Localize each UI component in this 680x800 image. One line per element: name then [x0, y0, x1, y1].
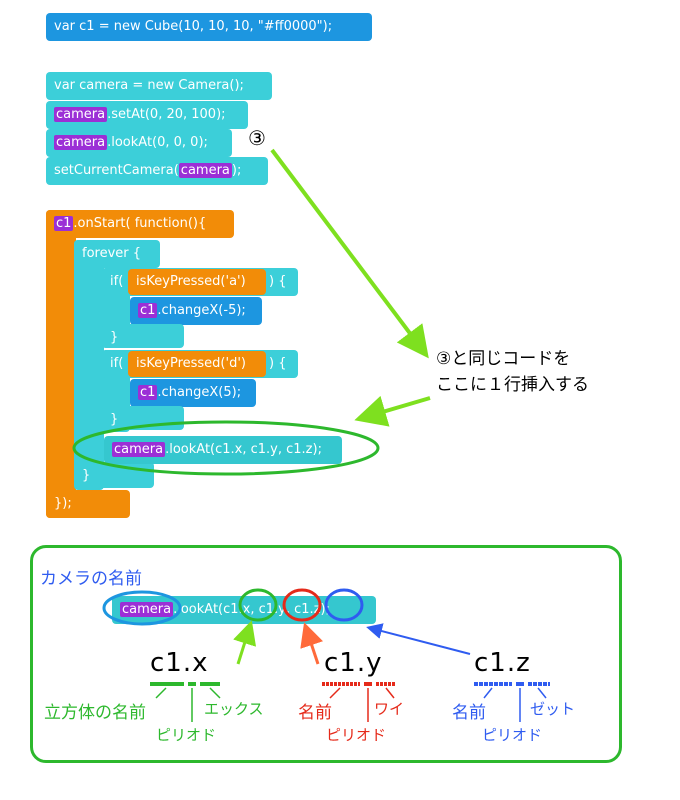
set-current-camera-block: setCurrentCamera(camera);: [46, 157, 268, 185]
forever-brace: }: [82, 468, 91, 483]
legend-y-term: c1.y: [258, 602, 286, 617]
z-period-label: ピリオド: [482, 726, 543, 744]
onstart-text: .onStart( function(){: [73, 216, 207, 231]
camera-var: camera: [120, 602, 174, 617]
onstart-block: [46, 210, 76, 518]
c1-var: c1: [54, 216, 74, 231]
c1-var: c1: [138, 385, 158, 400]
camera-create-text: var camera = new Camera();: [54, 78, 244, 93]
forever-block: [74, 240, 104, 490]
c1-var: c1: [138, 303, 158, 318]
key-a-text: isKeyPressed('a'): [136, 274, 246, 289]
key-d-text: isKeyPressed('d'): [136, 356, 246, 371]
z-name-label: 名前: [452, 703, 486, 723]
if-a-footer: }: [102, 324, 184, 348]
legend-comma-1: ,: [250, 602, 259, 617]
forever-header: forever {: [74, 240, 160, 268]
key-a-block: isKeyPressed('a'): [128, 269, 266, 295]
camera-create-block: var camera = new Camera();: [46, 72, 272, 100]
change-a-text: .changeX(-5);: [157, 303, 246, 318]
key-d-block: isKeyPressed('d'): [128, 351, 266, 377]
set-camera-post: );: [231, 163, 242, 178]
y-axis-label: ワイ: [374, 700, 405, 718]
big-c1z: c1.z: [474, 648, 531, 678]
x-period-label: ピリオド: [156, 726, 217, 744]
legend-code-block: camera.lookAt(c1.x, c1.y, c1.z);: [112, 596, 376, 624]
big-c1x: c1.x: [150, 648, 209, 678]
big-c1y: c1.y: [324, 648, 383, 678]
inserted-lookat-block: camera.lookAt(c1.x, c1.y, c1.z);: [104, 436, 342, 464]
if-a-brace: }: [110, 330, 119, 345]
legend-z-term: c1.z: [294, 602, 321, 617]
cube-code-block: var c1 = new Cube(10, 10, 10, "#ff0000")…: [46, 13, 372, 41]
forever-footer: }: [74, 462, 154, 488]
legend-comma-2: ,: [285, 602, 295, 617]
if-d-footer: }: [102, 406, 184, 430]
onstart-footer: });: [46, 490, 130, 518]
legend-lookat-pre: .lookAt(: [173, 602, 224, 617]
camera-lookat-block: camera.lookAt(0, 0, 0);: [46, 129, 232, 157]
x-name-label: 立方体の名前: [44, 703, 146, 723]
arrow-to-instruction: [270, 148, 429, 359]
change-a-block: c1.changeX(-5);: [130, 297, 262, 325]
onstart-header: c1.onStart( function(){: [46, 210, 234, 238]
change-d-text: .changeX(5);: [157, 385, 242, 400]
if-d-brace: }: [110, 412, 119, 427]
if-open: if(: [110, 356, 124, 371]
set-camera-pre: setCurrentCamera(: [54, 163, 179, 178]
legend-x-term: c1.x: [223, 602, 251, 617]
camera-var: camera: [178, 163, 232, 178]
if-d-close: ) {: [269, 356, 287, 371]
y-name-label: 名前: [298, 703, 332, 723]
legend-title: カメラの名前: [40, 569, 142, 589]
change-d-block: c1.changeX(5);: [130, 379, 256, 407]
cube-code-text: var c1 = new Cube(10, 10, 10, "#ff0000")…: [54, 19, 333, 34]
forever-text: forever {: [82, 246, 142, 261]
legend-frame: [30, 545, 622, 763]
camera-setat-block: camera.setAt(0, 20, 100);: [46, 101, 248, 129]
camera-var: camera: [54, 107, 108, 122]
legend-code-end: );: [320, 602, 330, 617]
camera-setat-text: .setAt(0, 20, 100);: [107, 107, 226, 122]
if-open: if(: [110, 274, 124, 289]
marker-three: ③: [248, 126, 266, 150]
instruction-line1: ③と同じコードを: [436, 349, 571, 369]
z-axis-label: ゼット: [530, 700, 576, 718]
arrow-to-insert: [354, 395, 431, 427]
x-axis-label: エックス: [204, 700, 264, 718]
camera-lookat-text: .lookAt(0, 0, 0);: [107, 135, 208, 150]
instruction-line2: ここに１行挿入する: [436, 375, 589, 395]
if-a-close: ) {: [269, 274, 287, 289]
camera-var: camera: [112, 442, 166, 457]
camera-var: camera: [54, 135, 108, 150]
onstart-end: });: [54, 496, 72, 511]
inserted-lookat-text: .lookAt(c1.x, c1.y, c1.z);: [165, 442, 322, 457]
y-period-label: ピリオド: [326, 726, 387, 744]
